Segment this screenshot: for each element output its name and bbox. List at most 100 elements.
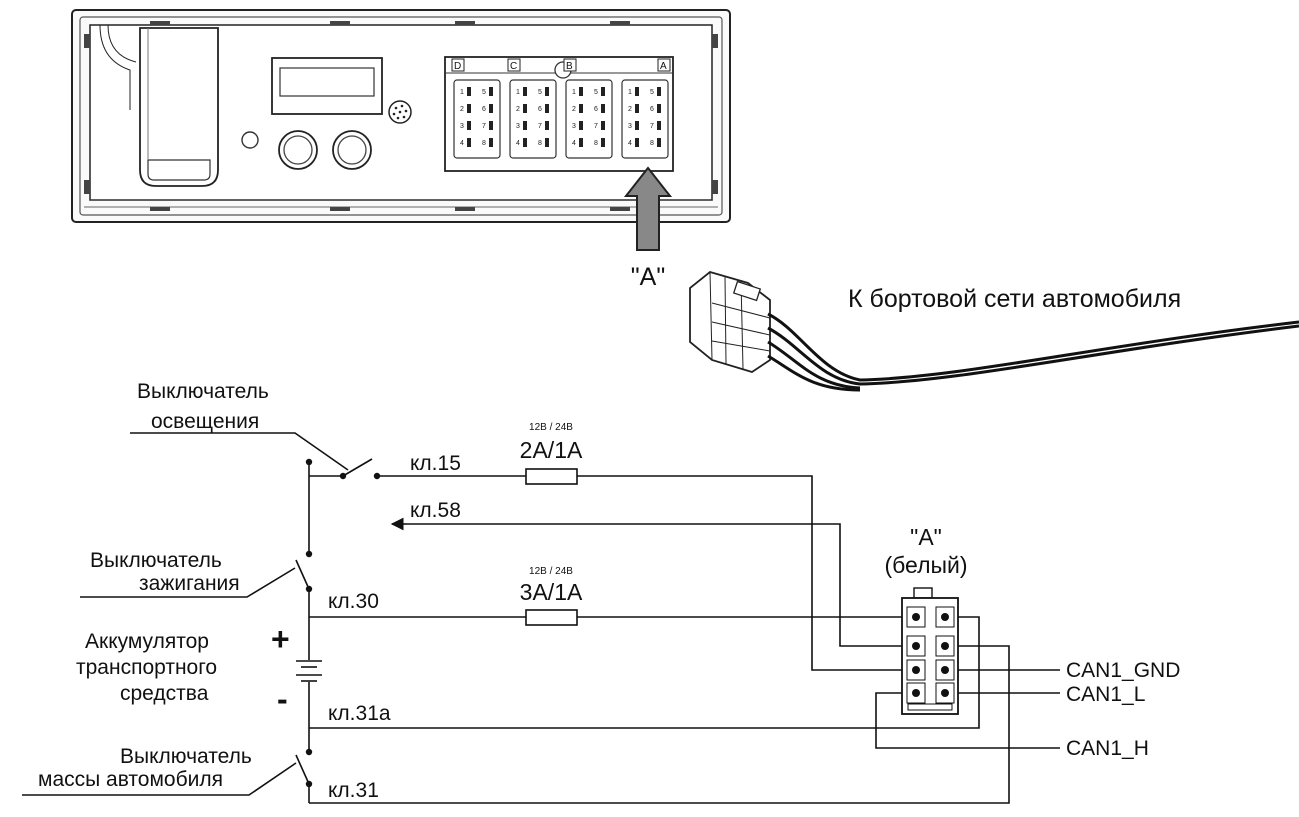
connector-a-subtitle: (белый) xyxy=(884,552,967,578)
speaker-grille xyxy=(388,100,412,124)
socket-pin-number: 2 xyxy=(572,106,576,113)
can1-gnd-label: CAN1_GND xyxy=(1066,659,1180,682)
lighting-switch-leader xyxy=(130,432,349,471)
button-right xyxy=(332,130,372,170)
socket-pin xyxy=(635,138,639,147)
socket-pin-number: 5 xyxy=(482,89,486,96)
socket-pin xyxy=(635,104,639,113)
battery-minus: - xyxy=(277,681,288,717)
harness-plug xyxy=(689,271,771,373)
socket-pin xyxy=(657,87,661,96)
socket-pin xyxy=(489,121,493,130)
socket-pin xyxy=(467,104,471,113)
mass-switch-label-2: массы автомобиля xyxy=(38,768,223,791)
connector-letter-c: C xyxy=(510,61,517,72)
socket-pin-number: 8 xyxy=(538,140,542,147)
socket-pin-number: 7 xyxy=(482,123,486,130)
socket-housing-d xyxy=(453,79,501,159)
socket-pin-number: 4 xyxy=(628,140,632,147)
terminal-31-label: кл.31 xyxy=(328,779,379,802)
socket-pin xyxy=(635,87,639,96)
battery-label-3: средства xyxy=(120,682,209,705)
socket-pin-number: 8 xyxy=(594,140,598,147)
led-indicator xyxy=(241,131,259,149)
battery-label-1: Аккумулятор xyxy=(85,630,209,653)
socket-pin xyxy=(545,87,549,96)
socket-housing-b xyxy=(565,79,613,159)
connector-a-pin xyxy=(941,642,949,650)
ignition-switch-leader xyxy=(80,567,296,598)
socket-pin-number: 2 xyxy=(628,106,632,113)
wire-kl15-to-conn xyxy=(577,475,916,671)
card-slot-handle xyxy=(139,27,219,187)
lighting-switch-label-2: освещения xyxy=(151,410,259,433)
battery-symbol xyxy=(296,660,322,682)
mass-switch-label-1: Выключатель xyxy=(120,745,252,768)
socket-pin xyxy=(579,87,583,96)
connector-a xyxy=(901,587,959,715)
connector-a-pin xyxy=(941,613,949,621)
socket-pin-number: 6 xyxy=(538,106,542,113)
socket-pin-number: 8 xyxy=(482,140,486,147)
connector-a-pin xyxy=(941,666,949,674)
socket-pin xyxy=(635,121,639,130)
connector-a-pin xyxy=(912,689,920,697)
socket-pin-number: 6 xyxy=(594,106,598,113)
fuse2-voltage: 12В / 24В xyxy=(529,566,573,577)
terminal-15-label: кл.15 xyxy=(410,452,461,475)
connector-a-pin xyxy=(941,689,949,697)
ignition-switch-label-2: зажигания xyxy=(139,572,240,595)
view-arrow-label: "A" xyxy=(631,263,665,291)
socket-pin-number: 7 xyxy=(650,123,654,130)
socket-pin xyxy=(489,104,493,113)
harness-label: К бортовой сети автомобиля xyxy=(848,285,1181,313)
battery-plus: + xyxy=(271,621,290,657)
socket-housing-c xyxy=(509,79,557,159)
terminal-30-label: кл.30 xyxy=(328,590,379,613)
socket-pin-number: 4 xyxy=(516,140,520,147)
fuse1-voltage: 12В / 24В xyxy=(529,422,573,433)
socket-pin xyxy=(489,87,493,96)
socket-pin xyxy=(657,138,661,147)
battery-label-2: транспортного xyxy=(76,656,217,679)
socket-pin xyxy=(489,138,493,147)
view-arrow: "A" xyxy=(623,166,673,291)
socket-pin xyxy=(545,104,549,113)
socket-pin-number: 5 xyxy=(594,89,598,96)
socket-pin xyxy=(601,121,605,130)
socket-pin xyxy=(523,138,527,147)
socket-pin xyxy=(545,121,549,130)
socket-pin xyxy=(657,121,661,130)
connector-letter-d: D xyxy=(454,61,461,72)
connector-letter-box xyxy=(657,58,671,72)
socket-pin-number: 1 xyxy=(572,89,576,96)
socket-pin-number: 2 xyxy=(460,106,464,113)
connector-letter-a: A xyxy=(660,61,667,72)
socket-pin-number: 4 xyxy=(572,140,576,147)
socket-pin-number: 3 xyxy=(628,123,632,130)
socket-housing-a xyxy=(621,79,669,159)
socket-pin-number: 1 xyxy=(628,89,632,96)
can1-h-label: CAN1_H xyxy=(1066,737,1149,760)
terminal-58-label: кл.58 xyxy=(410,499,461,522)
connector-letter-box xyxy=(563,58,577,72)
socket-pin-number: 7 xyxy=(594,123,598,130)
socket-pin-number: 6 xyxy=(650,106,654,113)
socket-pin-number: 7 xyxy=(538,123,542,130)
socket-pin xyxy=(467,87,471,96)
connector-a-pin xyxy=(912,666,920,674)
connector-letter-box xyxy=(507,58,521,72)
wire-kl31 xyxy=(309,645,1010,804)
connector-a-pin xyxy=(912,613,920,621)
socket-pin-number: 5 xyxy=(538,89,542,96)
socket-pin xyxy=(601,104,605,113)
socket-pin xyxy=(545,138,549,147)
socket-pin xyxy=(579,104,583,113)
ignition-switch-label-1: Выключатель xyxy=(90,549,222,572)
socket-pin-number: 8 xyxy=(650,140,654,147)
socket-pin-number: 1 xyxy=(516,89,520,96)
connector-a-title: "A" xyxy=(910,524,942,550)
fuse2-rating: 3А/1А xyxy=(520,579,583,605)
connector-letter-box xyxy=(451,58,465,72)
socket-pin-number: 6 xyxy=(482,106,486,113)
